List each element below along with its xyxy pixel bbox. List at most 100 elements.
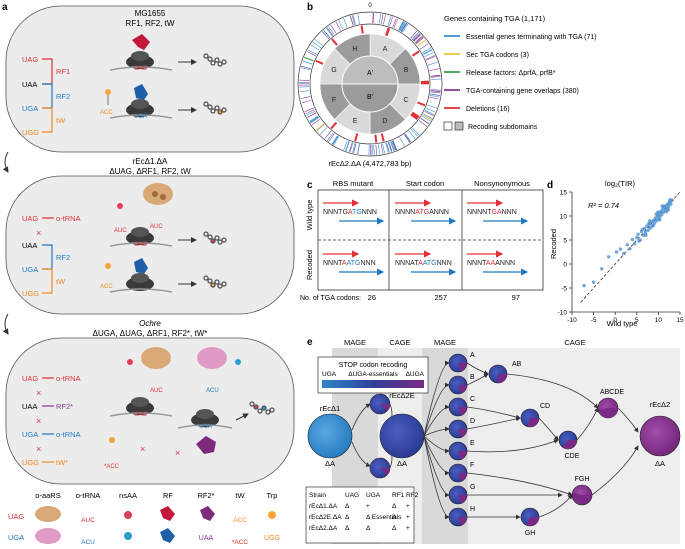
oaars-3a (141, 347, 171, 369)
sector-label: E (353, 118, 358, 125)
gene-tick (387, 16, 392, 26)
gene-tick (422, 47, 432, 54)
d-xlabel: Wild type (607, 319, 638, 328)
label-rf1: RF1 (56, 67, 70, 76)
rf2star-protein (196, 436, 216, 454)
gene-tick (418, 120, 428, 127)
panel-letter-a: a (2, 2, 8, 13)
gene-tick (349, 15, 354, 26)
peptide-4 (203, 275, 227, 289)
gene-tick (352, 14, 356, 25)
scatter-point (635, 235, 639, 240)
seg-label: B (470, 374, 475, 381)
gene-tick (301, 99, 312, 104)
codon2-uaa: UAA (22, 241, 37, 250)
arrow-b-ab (466, 373, 489, 386)
codon-uag: UAG (22, 55, 38, 64)
svg-text:×: × (36, 388, 41, 398)
gene-tick (427, 61, 438, 66)
gene-tick (385, 142, 389, 153)
legend-item: TGA-containing gene overlaps (380) (466, 88, 579, 95)
arrow-cell1-2 (2, 151, 9, 173)
gene-tick (400, 22, 406, 32)
peptide-5 (249, 401, 275, 415)
arrow-cell2-3 (2, 313, 9, 335)
e-mage-2: MAGE (434, 338, 456, 347)
codon-uaa: UAA (22, 80, 37, 89)
gene-tick (312, 41, 322, 49)
gene-tick (398, 21, 404, 31)
gene-tick (401, 23, 408, 33)
node-abcde-wedge (598, 408, 618, 419)
arrow-to-seg (423, 426, 450, 437)
node-mid-top-wedge (380, 404, 390, 412)
e-cage-2: CAGE (564, 338, 585, 347)
label2-otrna: o-tRNA (56, 214, 81, 223)
peptide-1 (203, 53, 227, 67)
gene-tick (430, 76, 441, 78)
gene-tick (352, 143, 356, 153)
gene-tick (419, 43, 429, 50)
gene-tick (326, 132, 334, 141)
count-rbs: 26 (368, 293, 376, 302)
sector-label: H (353, 46, 358, 53)
col-nonsyn: Nonsynonymous (474, 179, 530, 188)
arrow-ab-abcde (506, 373, 599, 409)
cell2-title: rEcΔ1.ΔA (133, 157, 168, 166)
gene-tick (426, 56, 436, 61)
gene-tick (421, 115, 431, 122)
scatter-point (637, 239, 641, 243)
scatter-point (666, 208, 671, 212)
svg-text:*ACC: *ACC (232, 539, 249, 546)
seg-label: H (470, 506, 475, 513)
gene-tick (343, 18, 348, 28)
table-cell: Δ (392, 503, 397, 510)
x-tick-label: 10 (655, 317, 663, 324)
label-cd: CD (540, 403, 550, 410)
rec-sequence: NNNATAATGNNN (395, 260, 452, 267)
ribo3-uga: UGA (199, 424, 212, 430)
node-rec2e-da: ΔA (397, 459, 407, 468)
gene-tick (332, 135, 339, 145)
gene-tick (304, 107, 314, 113)
legend-swatch-grey (454, 121, 464, 131)
gene-tick (321, 31, 330, 40)
codon3-uag: UAG (22, 374, 38, 383)
sector-label: C (404, 97, 409, 104)
table-cell: Δ (345, 514, 350, 521)
seq-part: A (342, 260, 347, 267)
arrow-to-seg (423, 435, 450, 454)
scatter-point (651, 218, 656, 223)
gene-tick (430, 89, 441, 91)
gene-tick (430, 74, 441, 77)
gene-tick (345, 141, 350, 151)
arrow-to-seg (423, 435, 450, 498)
seq-part: NNNNT (467, 209, 492, 216)
seq-part: ATG (415, 209, 429, 216)
scatter-point (640, 227, 645, 232)
seq-part: ATG (423, 260, 437, 267)
gene-tick (351, 15, 355, 26)
node-rec2e (379, 413, 425, 459)
inner-a (341, 55, 399, 85)
gene-tick (423, 49, 433, 55)
seq-part: NNN (362, 209, 377, 216)
gene-tick (430, 90, 441, 92)
scatter-point (644, 233, 648, 237)
scatter-point (582, 283, 586, 288)
rec-sequence: NNNTAATGNNN (323, 260, 376, 267)
svg-text:Trp: Trp (267, 491, 278, 500)
table-cell: Δ (345, 525, 350, 532)
e-legend-title: STOP codon recoding (339, 362, 408, 369)
codon3-ugg: UGG (22, 458, 39, 467)
arrow-to-seg (423, 435, 450, 520)
codon2-uag: UAG (22, 214, 38, 223)
gene-tick (412, 33, 421, 41)
svg-text:AUC: AUC (81, 517, 95, 524)
gene-tick (357, 143, 360, 154)
col-start: Start codon (406, 179, 444, 188)
label2-acc: ACC (100, 284, 113, 290)
panel-letter-c: c (307, 180, 313, 191)
